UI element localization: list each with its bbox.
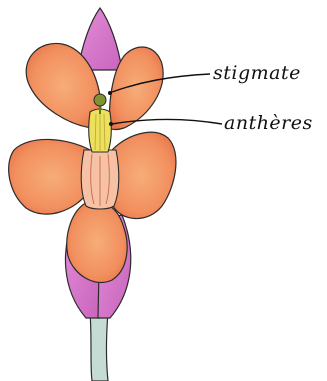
stigmate-leader-dot xyxy=(108,91,112,95)
petal-lower xyxy=(67,202,127,283)
stem xyxy=(90,312,108,381)
stigmate-label: stigmate xyxy=(213,62,301,84)
antheres-leader-dot xyxy=(109,122,113,126)
antheres-label: anthères xyxy=(224,112,313,134)
stigma xyxy=(94,94,106,106)
